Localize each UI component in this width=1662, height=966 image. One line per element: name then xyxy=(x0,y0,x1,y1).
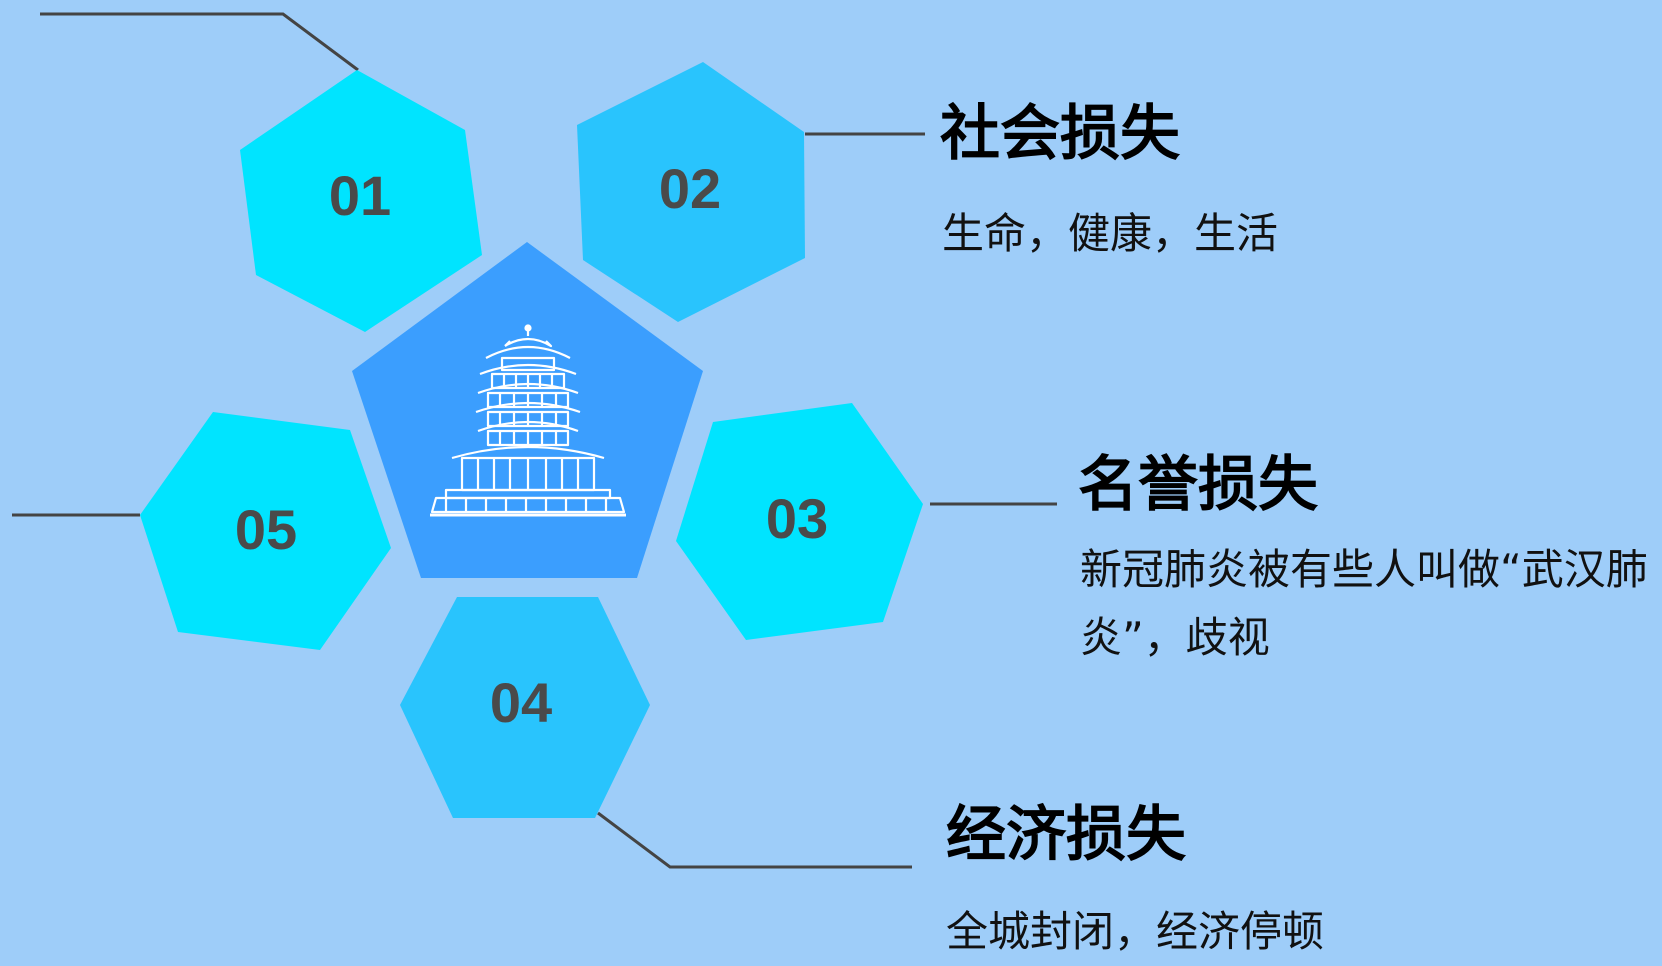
hexagon-03 xyxy=(676,403,923,640)
node-number-03: 03 xyxy=(766,487,828,550)
item-title-social-loss: 社会损失 xyxy=(940,99,1180,169)
item-desc-social-loss: 生命，健康，生活 xyxy=(942,209,1279,258)
node-number-04: 04 xyxy=(490,671,552,734)
hexagon-04 xyxy=(400,597,650,818)
yellow-crane-tower-icon xyxy=(430,324,626,517)
hexagon-01 xyxy=(240,70,482,332)
item-title-economic-loss: 经济损失 xyxy=(946,800,1186,870)
item-desc-reputation-loss: 新冠肺炎被有些人叫做“武汉肺炎”，歧视 xyxy=(1080,545,1648,662)
item-desc-economic-loss: 全城封闭，经济停顿 xyxy=(946,907,1325,956)
node-number-02: 02 xyxy=(659,157,721,220)
connector-line-04 xyxy=(597,811,912,869)
item-title-reputation-loss: 名誉损失 xyxy=(1078,450,1318,520)
center-pentagon xyxy=(352,242,703,578)
connector-line-01 xyxy=(40,12,359,72)
node-number-01: 01 xyxy=(329,164,391,227)
hexagon-02 xyxy=(577,62,805,322)
hexagon-05 xyxy=(140,412,391,650)
node-number-05: 05 xyxy=(235,498,297,561)
